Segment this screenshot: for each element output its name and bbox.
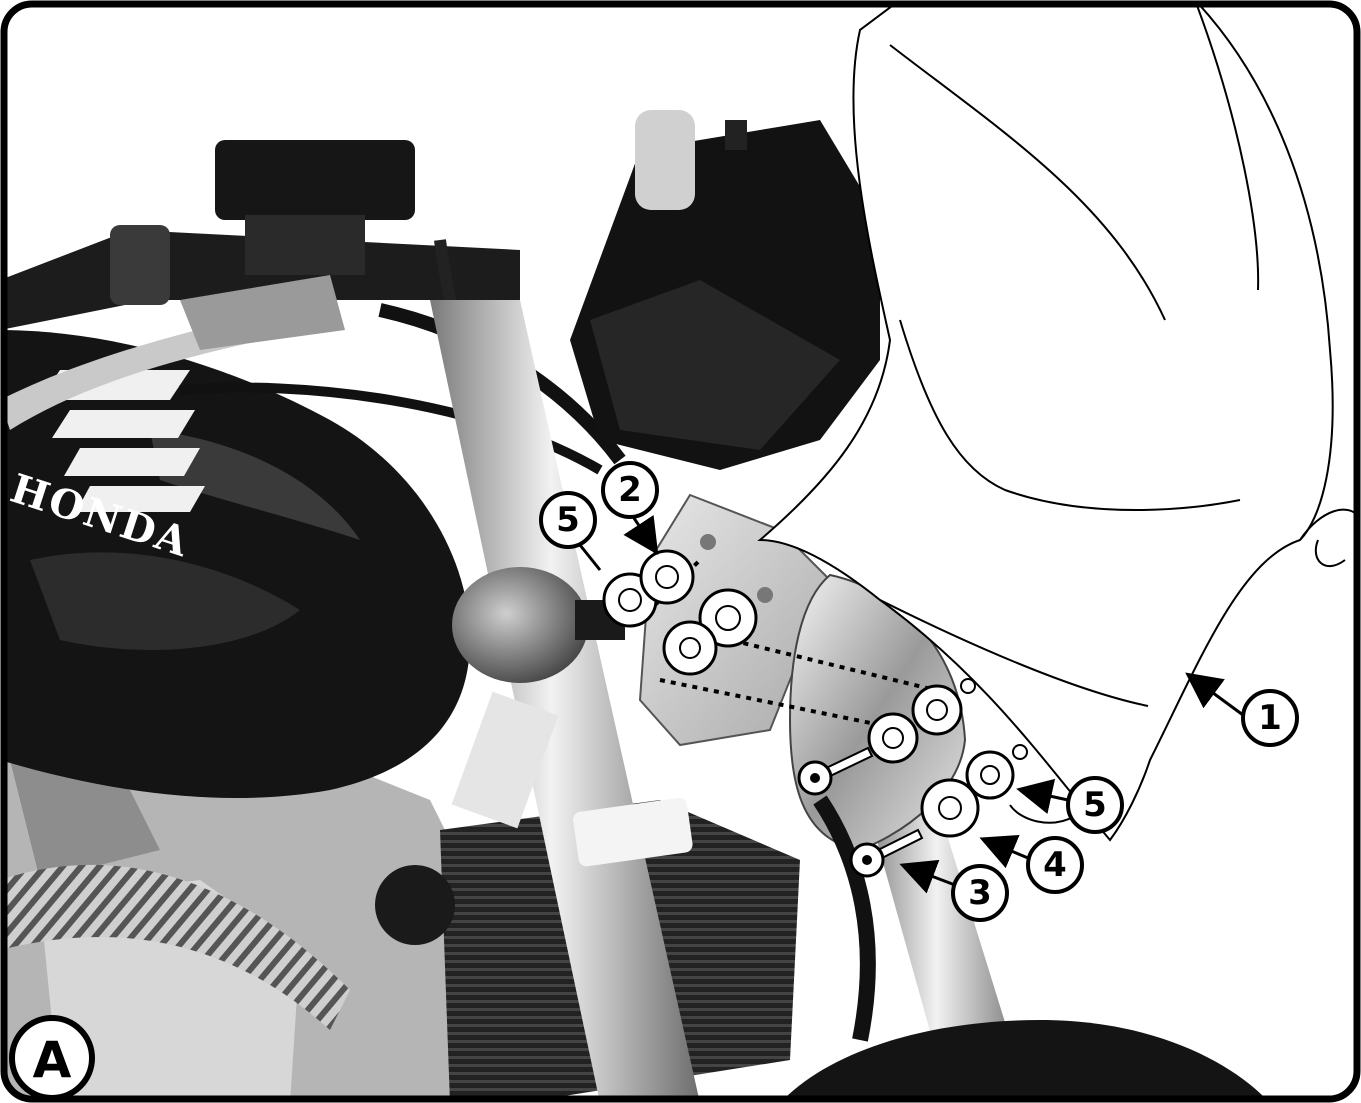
spacer xyxy=(922,780,978,836)
turn-signal xyxy=(452,567,588,683)
callout-3: 3 xyxy=(953,866,1007,920)
nut-lower xyxy=(1013,745,1027,759)
bracket-screw xyxy=(641,551,693,603)
panel-label-text: A xyxy=(33,1031,72,1089)
callout-4-label: 4 xyxy=(1043,845,1067,885)
callout-5b-label: 5 xyxy=(1083,785,1107,825)
callout-1: 1 xyxy=(1243,691,1297,745)
washer-right-lower xyxy=(869,714,917,762)
callout-5a: 5 xyxy=(541,493,595,547)
brake-reservoir xyxy=(215,140,415,220)
callout-5b: 5 xyxy=(1068,778,1122,832)
panel-label: A xyxy=(12,1018,92,1098)
washer-right-upper xyxy=(913,686,961,734)
callout-5a-label: 5 xyxy=(556,500,580,540)
callout-3-label: 3 xyxy=(968,873,992,913)
callout-2: 2 xyxy=(603,463,657,517)
bracket-spacer xyxy=(664,622,716,674)
callout-1-label: 1 xyxy=(1258,698,1282,738)
callout-2-label: 2 xyxy=(618,470,642,510)
nut-upper xyxy=(961,679,975,693)
callout-4: 4 xyxy=(1028,838,1082,892)
